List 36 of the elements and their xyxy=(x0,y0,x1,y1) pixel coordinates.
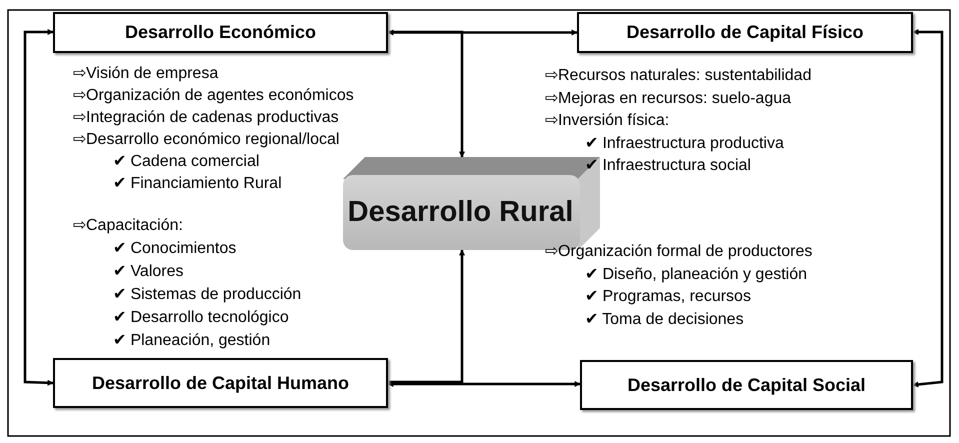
node-title: Desarrollo de Capital Humano xyxy=(92,372,350,394)
title-box xyxy=(53,358,388,408)
sub-item: ✔ Planeación, gestión xyxy=(113,331,270,351)
list-item: ⇨Organización de agentes económicos xyxy=(73,86,354,106)
node-title: Desarrollo de Capital Social xyxy=(627,374,866,396)
connector-arrow xyxy=(24,29,54,386)
sub-item: ✔ Conocimientos xyxy=(113,239,236,259)
list-item: ⇨Visión de empresa xyxy=(73,64,218,84)
list-item: ⇨Capacitación: xyxy=(73,216,183,236)
sub-item: ✔ Sistemas de producción xyxy=(113,285,302,305)
sub-item: ✔ Diseño, planeación y gestión xyxy=(585,264,808,284)
list-item: ⇨Mejoras en recursos: suelo-agua xyxy=(545,88,792,108)
list-item: ⇨Organización formal de productores xyxy=(545,242,812,262)
connector-arrow xyxy=(387,381,581,387)
connector-arrow xyxy=(388,30,465,158)
node-title: Desarrollo de Capital Físico xyxy=(626,22,864,43)
sub-item: ✔ Valores xyxy=(113,262,184,282)
sub-item: ✔ Cadena comercial xyxy=(113,152,260,172)
sub-item: ✔ Financiamiento Rural xyxy=(113,174,282,194)
title-box xyxy=(53,12,388,53)
title-box xyxy=(577,12,913,53)
title-box xyxy=(580,360,913,410)
node-title: Desarrollo Rural xyxy=(348,196,574,229)
sub-item: ✔ Programas, recursos xyxy=(585,287,751,307)
connector-arrow xyxy=(388,249,465,384)
list-item: ⇨Recursos naturales: sustentabilidad xyxy=(545,66,812,86)
connector-arrow xyxy=(912,29,944,388)
sub-item: ✔ Infraestructura social xyxy=(585,156,751,176)
sub-item: ✔ Toma de decisiones xyxy=(585,310,744,330)
node-title: Desarrollo Económico xyxy=(124,22,316,43)
list-item: ⇨Desarrollo económico regional/local xyxy=(73,130,340,150)
sub-item: ✔ Desarrollo tecnológico xyxy=(113,308,289,328)
list-item: ⇨Inversión física: xyxy=(545,111,670,131)
list-item: ⇨Integración de cadenas productivas xyxy=(73,108,339,128)
connector-arrow xyxy=(387,30,578,36)
sub-item: ✔ Infraestructura productiva xyxy=(585,134,784,154)
